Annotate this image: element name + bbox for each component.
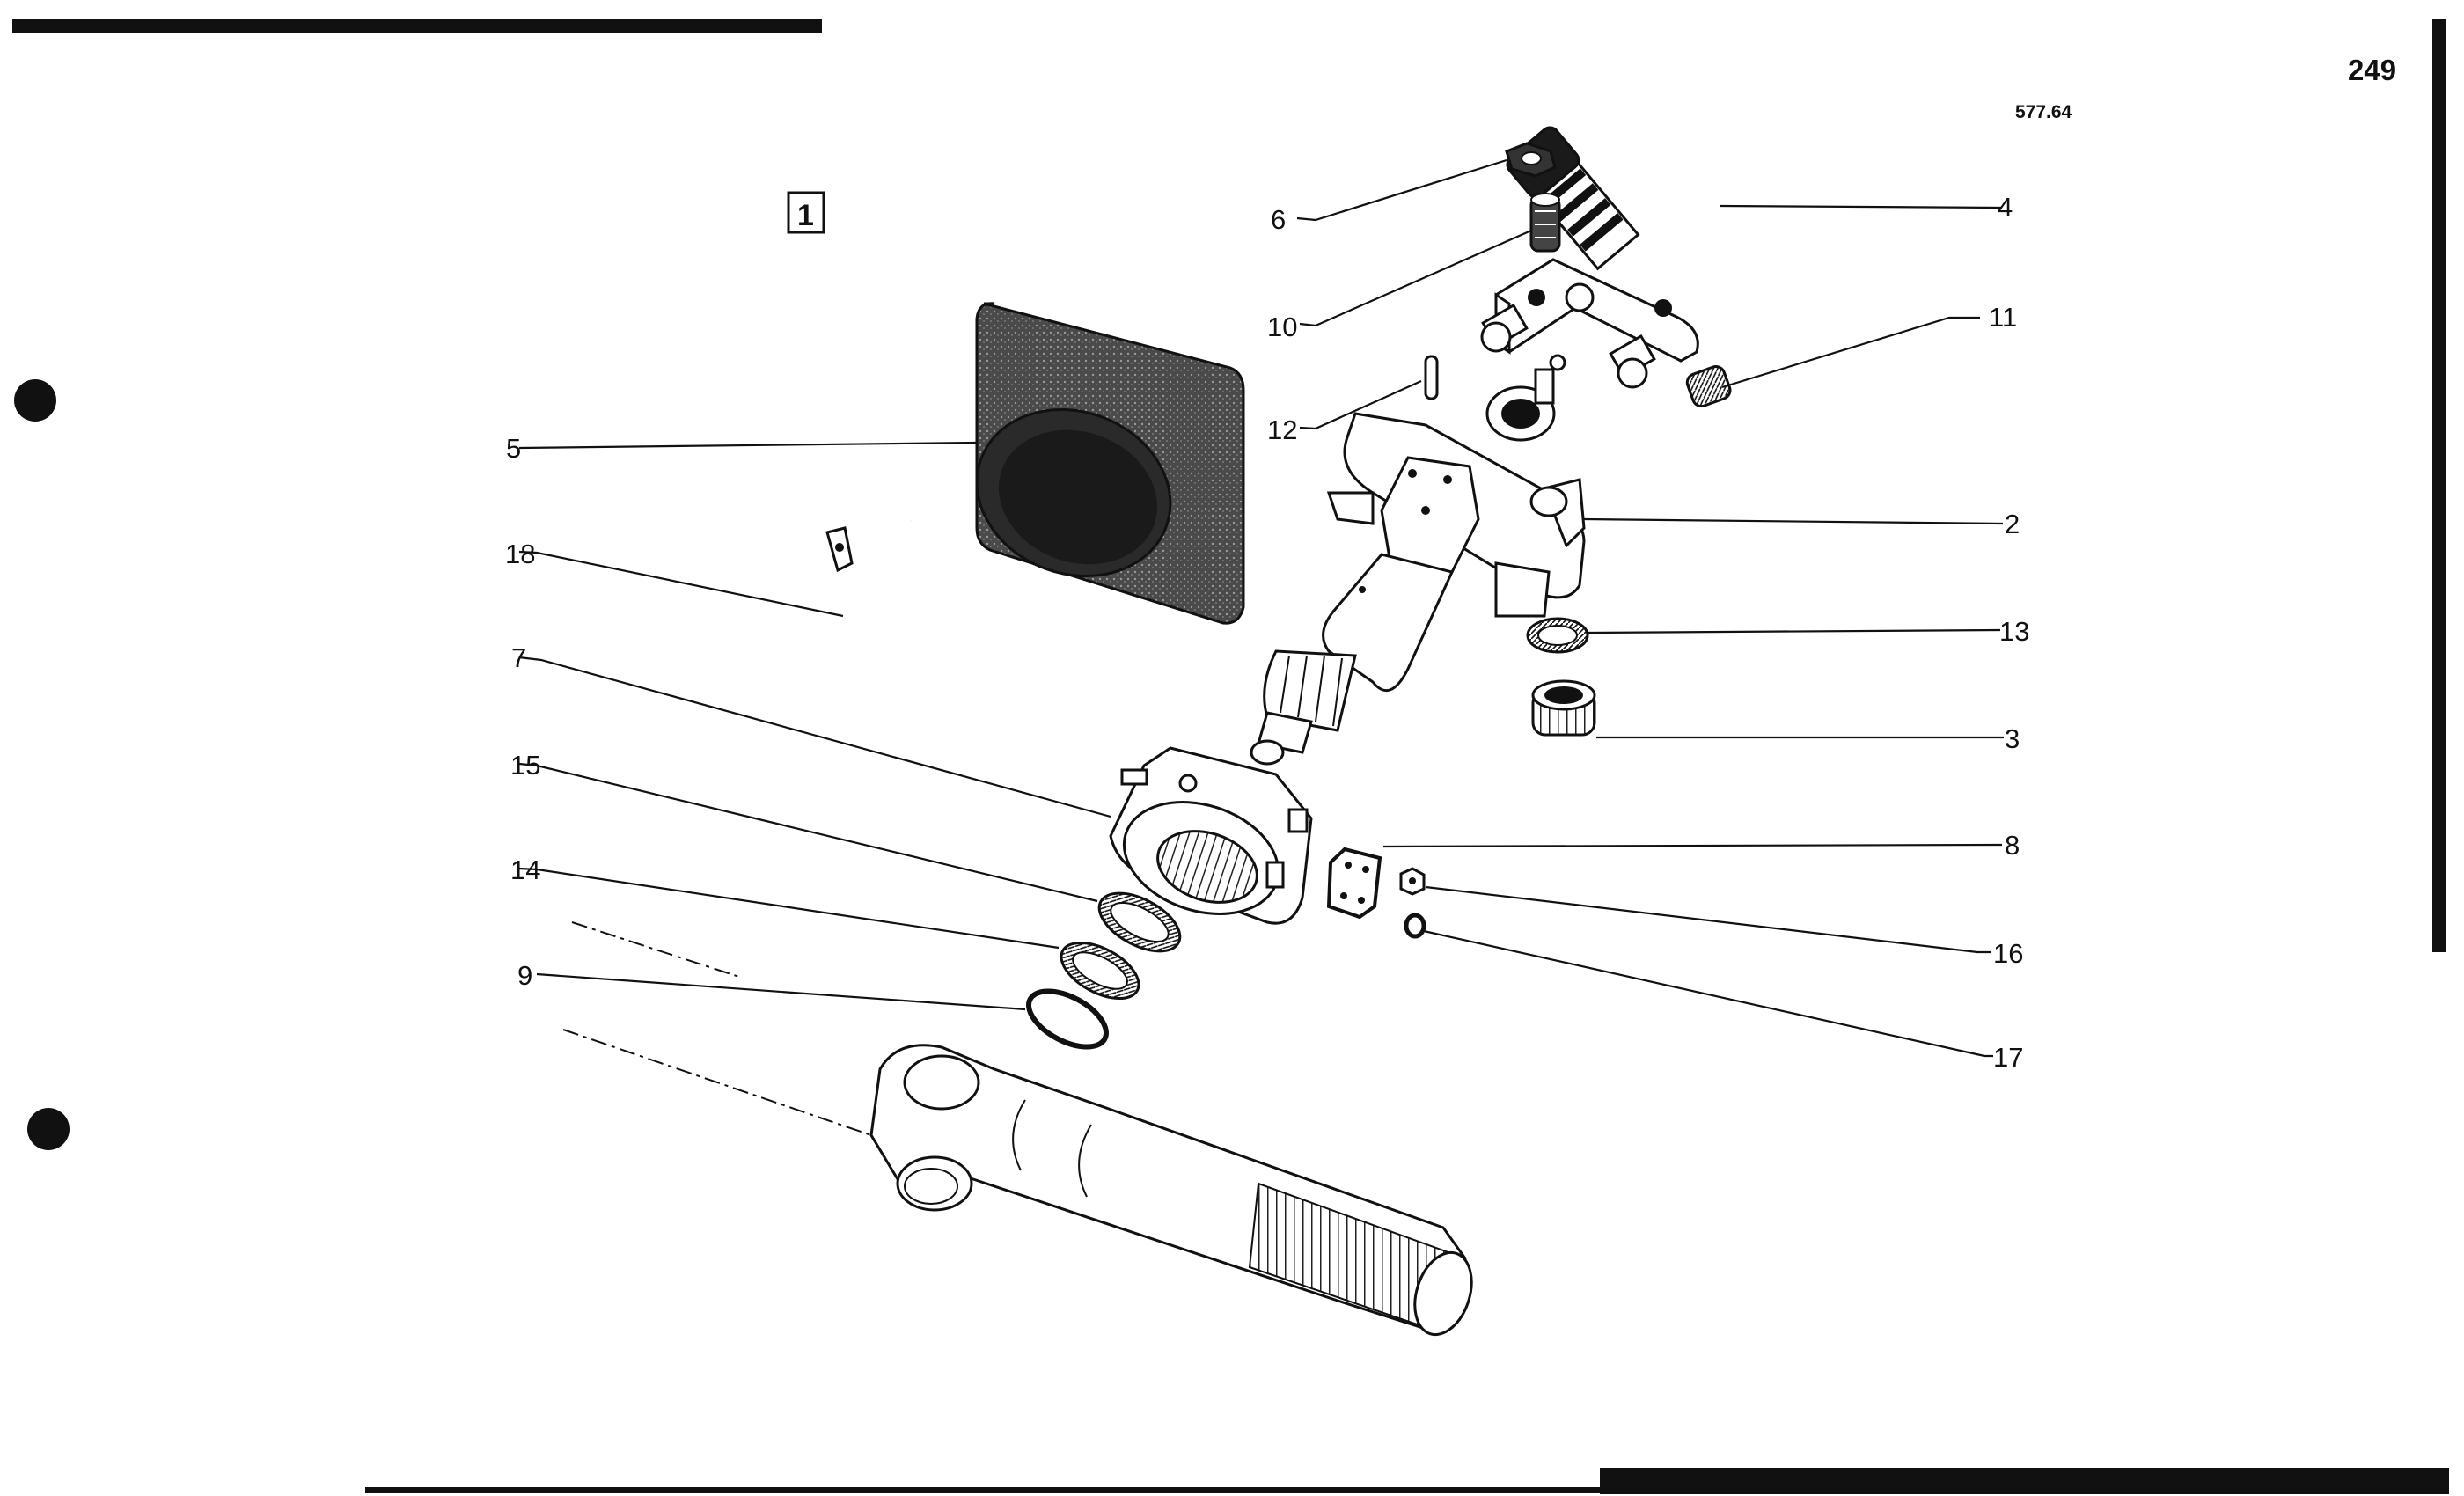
part-8-gasket [1326, 847, 1382, 920]
part-15-ring [1097, 891, 1182, 953]
page-number: 249 [2348, 54, 2396, 86]
callout-5: 5 [506, 433, 521, 464]
part-6-nut [1505, 142, 1557, 178]
binder-hole-top [14, 379, 56, 422]
part-14-ring [1060, 941, 1140, 1001]
leader-lines [518, 158, 2004, 1058]
figure-label: 1 [787, 191, 825, 234]
callout-9: 9 [517, 960, 532, 991]
callout-8: 8 [2005, 830, 2020, 861]
callout-labels: 6 4 10 11 12 5 2 18 13 7 3 15 8 14 16 9 … [505, 192, 2029, 1073]
part-16-nut [1399, 867, 1426, 896]
callout-2: 2 [2005, 509, 2020, 539]
callout-12: 12 [1267, 414, 1297, 445]
part-9-ring [1026, 988, 1109, 1050]
part-10-sleeve [1529, 193, 1561, 253]
part-4-valve-assembly [1480, 126, 1699, 389]
helical-gear [1263, 649, 1357, 732]
callout-10: 10 [1267, 312, 1297, 342]
callout-4: 4 [1998, 192, 2013, 223]
part-13-ring [1526, 617, 1589, 654]
part-3-plug [1531, 679, 1596, 737]
callout-17: 17 [1993, 1042, 2023, 1073]
part-17-washer [1404, 913, 1426, 939]
part-12-pin [1424, 355, 1439, 400]
binder-hole-bottom [27, 1108, 70, 1150]
callout-15: 15 [510, 750, 540, 781]
part-18-clamp-band [825, 519, 1082, 730]
axle-tube [562, 921, 1473, 1337]
part-11-cap [1685, 364, 1732, 408]
callout-11: 11 [1989, 302, 2017, 333]
page-borders [12, 19, 2449, 1494]
callout-3: 3 [2005, 723, 2020, 754]
callout-6: 6 [1271, 204, 1286, 235]
valve-insert [1485, 354, 1566, 442]
part-7-flange [1109, 746, 1313, 925]
callout-7: 7 [511, 642, 526, 673]
part-2-housing [1250, 412, 1586, 766]
callout-18: 18 [505, 539, 535, 569]
part-5-boot [975, 302, 1245, 625]
callout-16: 16 [1993, 938, 2023, 969]
callout-14: 14 [510, 854, 540, 885]
drawing-reference: 577.64 [2015, 102, 2072, 122]
figure-label-text: 1 [797, 199, 814, 232]
callout-13: 13 [1999, 616, 2029, 647]
